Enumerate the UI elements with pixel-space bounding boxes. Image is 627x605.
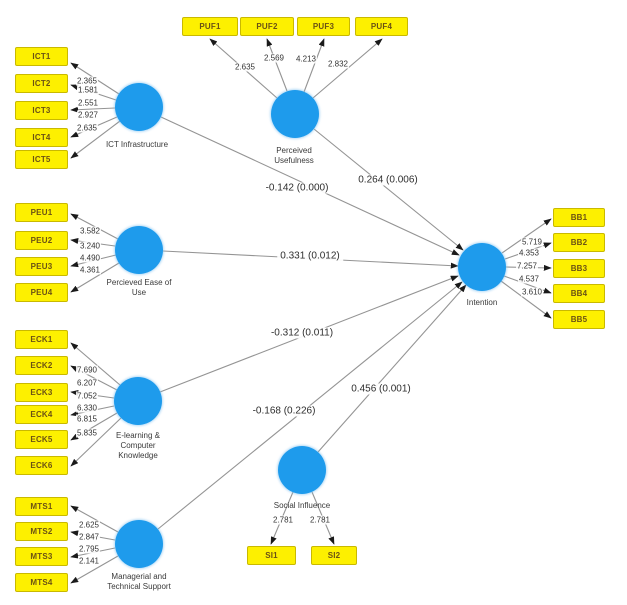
construct-circle-managerial-technical-support <box>115 520 163 568</box>
loading-puf1: 2.635 <box>233 62 257 72</box>
indicator-box-peu2: PEU2 <box>15 231 68 250</box>
indicator-box-eck6: ECK6 <box>15 456 68 475</box>
indicator-box-eck5: ECK5 <box>15 430 68 449</box>
indicator-box-peu1: PEU1 <box>15 203 68 222</box>
indicator-box-eck1: ECK1 <box>15 330 68 349</box>
indicator-box-bb5: BB5 <box>553 310 605 329</box>
indicator-arrow-mts4 <box>70 555 119 584</box>
loading-bb1: 5.719 <box>520 237 544 247</box>
loading-puf2: 2.569 <box>262 53 286 63</box>
indicator-arrow-bb4 <box>503 275 552 294</box>
loading-peu2: 3.240 <box>78 241 102 251</box>
loading-peu3: 4.490 <box>78 253 102 263</box>
indicator-arrow-ict5 <box>70 120 121 159</box>
indicator-box-eck2: ECK2 <box>15 356 68 375</box>
indicator-box-eck3: ECK3 <box>15 383 68 402</box>
construct-label-perceived-usefulness: Perceived Usefulness <box>274 146 314 165</box>
loading-puf3: 4.213 <box>294 54 318 64</box>
indicator-box-ict2: ICT2 <box>15 74 68 93</box>
indicator-box-mts3: MTS3 <box>15 547 68 566</box>
indicator-box-eck4: ECK4 <box>15 405 68 424</box>
indicator-box-peu3: PEU3 <box>15 257 68 276</box>
loading-eck6: 5.835 <box>75 428 99 438</box>
indicator-box-bb4: BB4 <box>553 284 605 303</box>
path-line-si-intention <box>317 284 467 453</box>
indicator-box-si1: SI1 <box>247 546 296 565</box>
indicator-box-peu4: PEU4 <box>15 283 68 302</box>
path-coefficient-peu-intention: 0.331 (0.012) <box>277 250 343 262</box>
construct-label-elearning-computer-knowledge: E-learning & Computer Knowledge <box>115 431 161 460</box>
indicator-box-si2: SI2 <box>311 546 357 565</box>
path-coefficient-puf-intention: 0.264 (0.006) <box>355 174 421 186</box>
indicator-arrow-eck1 <box>70 342 121 386</box>
construct-circle-social-influence <box>278 446 326 494</box>
indicator-box-ict5: ICT5 <box>15 150 68 169</box>
loading-ict2: 1.581 <box>76 85 100 95</box>
loading-eck1: 7.690 <box>75 365 99 375</box>
loading-mts1: 2.625 <box>77 520 101 530</box>
indicator-arrow-eck6 <box>70 417 122 467</box>
construct-label-perceived-ease-of-use: Percieved Ease of Use <box>106 278 172 297</box>
loading-bb5: 3.610 <box>520 287 544 297</box>
loading-mts3: 2.795 <box>77 544 101 554</box>
indicator-arrow-puf3 <box>303 38 325 93</box>
loading-bb4: 4.537 <box>517 274 541 284</box>
loading-mts4: 2.141 <box>77 556 101 566</box>
construct-circle-intention <box>458 243 506 291</box>
indicator-box-ict3: ICT3 <box>15 101 68 120</box>
indicator-box-mts4: MTS4 <box>15 573 68 592</box>
path-coefficient-ict-intention: -0.142 (0.000) <box>262 182 332 194</box>
loading-ict3: 2.551 <box>76 98 100 108</box>
indicator-box-ict1: ICT1 <box>15 47 68 66</box>
construct-circle-perceived-usefulness <box>271 90 319 138</box>
indicator-box-bb1: BB1 <box>553 208 605 227</box>
construct-circle-ict-infrastructure <box>115 83 163 131</box>
indicator-box-puf3: PUF3 <box>297 17 350 36</box>
loading-ict4: 2.927 <box>76 110 100 120</box>
indicator-box-ict4: ICT4 <box>15 128 68 147</box>
indicator-arrow-puf2 <box>266 38 288 92</box>
loading-si1: 2.781 <box>271 515 295 525</box>
construct-label-social-influence: Social Influence <box>273 501 331 510</box>
path-coefficient-si-intention: 0.456 (0.001) <box>348 383 414 395</box>
indicator-box-bb3: BB3 <box>553 259 605 278</box>
loading-eck4: 6.330 <box>75 403 99 413</box>
loading-peu1: 3.582 <box>78 226 102 236</box>
construct-circle-elearning-computer-knowledge <box>114 377 162 425</box>
path-line-puf-intention <box>313 128 464 251</box>
indicator-arrow-mts1 <box>70 505 119 533</box>
loading-si2: 2.781 <box>308 515 332 525</box>
loading-eck2: 6.207 <box>75 378 99 388</box>
path-coefficient-eck-intention: -0.312 (0.011) <box>267 327 337 339</box>
loading-ict1: 2.365 <box>75 76 99 86</box>
indicator-arrow-bb5 <box>500 280 552 319</box>
indicator-arrow-bb1 <box>501 218 552 254</box>
loading-ict5: 2.635 <box>75 123 99 133</box>
loading-eck3: 7.052 <box>75 391 99 401</box>
indicator-box-mts2: MTS2 <box>15 522 68 541</box>
loading-puf4: 2.832 <box>326 59 350 69</box>
loading-peu4: 4.361 <box>78 265 102 275</box>
indicator-arrow-peu4 <box>70 262 120 293</box>
construct-label-intention: Intention <box>466 298 498 307</box>
indicator-box-puf2: PUF2 <box>240 17 294 36</box>
indicator-box-puf1: PUF1 <box>182 17 238 36</box>
path-coefficient-mts-intention: -0.168 (0.226) <box>249 405 319 417</box>
construct-label-managerial-technical-support: Managerial and Technical Support <box>107 572 171 591</box>
indicator-arrow-ict3 <box>70 106 116 113</box>
loading-bb3: 7.257 <box>515 261 539 271</box>
indicator-box-mts1: MTS1 <box>15 497 68 516</box>
loading-mts2: 2.847 <box>77 532 101 542</box>
loading-eck5: 6.815 <box>75 414 99 424</box>
loading-bb2: 4.353 <box>517 248 541 258</box>
construct-circle-perceived-ease-of-use <box>115 226 163 274</box>
indicator-box-puf4: PUF4 <box>355 17 408 36</box>
indicator-box-bb2: BB2 <box>553 233 605 252</box>
construct-label-ict-infrastructure: ICT Infrastructure <box>105 140 169 149</box>
indicator-arrow-puf4 <box>312 38 383 99</box>
